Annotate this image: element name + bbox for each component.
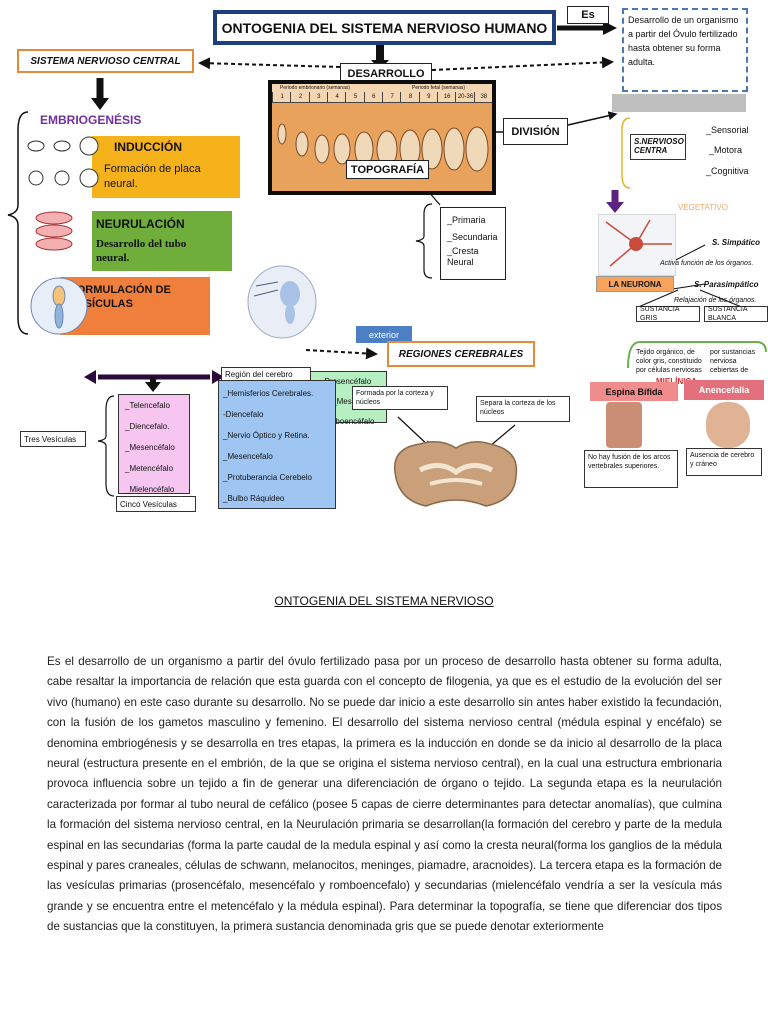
sustancia-desc: Tejido orgánico, de color gris, constitu… — [636, 349, 702, 374]
timeline-week-cell: 2 — [290, 92, 309, 102]
exterior-label: exterior — [356, 326, 412, 343]
vegetativo-label: VEGETATIVO — [678, 203, 728, 212]
espina-bifida-photo — [606, 402, 642, 448]
topografia-label: TOPOGRAFÍA — [346, 160, 429, 179]
cinco-item: _Metencéfalo — [125, 464, 174, 473]
snc-division-cognitiva: _Cognitiva — [706, 166, 749, 176]
mielinica-label: MIELÍNICA — [656, 377, 697, 386]
region-list: _Hemisferios Cerebrales. -Diencefalo _Ne… — [218, 380, 336, 509]
cinco-item: _Mielencéfalo — [125, 485, 175, 494]
timeline-week-cell: 38 — [473, 92, 492, 102]
snc-division-motora: _Motora — [709, 145, 743, 155]
snc-label: SISTEMA NERVIOSO CENTRAL — [17, 49, 194, 73]
timeline-week-cell: 1 — [272, 92, 291, 102]
brain-illustration — [393, 441, 518, 507]
snc-division-label: S.NERVIOSO CENTRA — [630, 134, 686, 160]
timeline-week-cell: 8 — [400, 92, 419, 102]
definition-box: Desarrollo de un organismo a partir del … — [622, 8, 748, 92]
cinco-item: _Telencefalo — [125, 401, 170, 410]
cinco-item: _Mesencéfalo — [125, 443, 175, 452]
timeline-caption: Periodo embrionario (semanas) — [280, 85, 351, 91]
region-item: _Mesencefalo — [223, 452, 273, 461]
tres-vesiculas-label: Tres Vesículas — [20, 431, 86, 447]
sustancia-blanca-box: SUSTANCIA BLANCA — [704, 306, 768, 322]
region-item: -Diencefalo — [223, 410, 264, 419]
cinco-item: _Diencefalo. — [125, 422, 170, 431]
embryo-icons — [277, 123, 489, 172]
topografia-item: _Primaria — [447, 215, 486, 225]
simpatico-desc: Activa función de los órganos. — [660, 260, 754, 267]
timeline-week-cell: 3 — [308, 92, 328, 102]
neurulacion-block: NEURULACIÓN Desarrollo del tubo neural. — [92, 211, 232, 271]
definition-shadow — [612, 94, 746, 112]
dashed-desarrollo-snc — [198, 57, 341, 70]
cinco-list: _Telencefalo _Diencefalo. _Mesencéfalo _… — [118, 394, 190, 494]
desarrollo-label: DESARROLLO — [340, 63, 432, 84]
separa-note: Separa la corteza de los núcleos — [476, 396, 570, 422]
timeline-week-cell: 9 — [418, 92, 438, 102]
tres-item: _Prosencéfalo — [320, 377, 372, 386]
division-label: DIVISIÓN — [503, 118, 568, 145]
induccion-title: INDUCCIÓN — [114, 140, 182, 154]
sustancia-gris-box: SUSTANCIA GRIS — [636, 306, 700, 322]
timeline-week-cell: 16 — [437, 92, 456, 102]
timeline-week-cell: 5 — [345, 92, 364, 102]
diagram-title: ONTOGENIA DEL SISTEMA NERVIOSO HUMANO — [213, 10, 556, 45]
topografia-list: _Primaria _Secundaria _Cresta Neural — [440, 207, 506, 280]
timeline-caption-2: Periodo fetal (semanas) — [412, 85, 466, 91]
document-body: Es el desarrollo de un organismo a parti… — [47, 652, 722, 938]
neurulacion-title: NEURULACIÓN — [96, 217, 185, 231]
regiones-cerebrales-label: REGIONES CEREBRALES — [387, 341, 535, 367]
parasimpatico-desc: Relajación de los órganos. — [674, 297, 757, 304]
region-item: _Nervio Óptico y Retina. — [223, 431, 310, 440]
sustancia-desc-2: por sustancias nerviosa cebiertas de — [710, 349, 756, 374]
neurulacion-text: Desarrollo del tubo neural. — [96, 238, 187, 264]
formada-note: Formada por la corteza y núcleos — [352, 386, 448, 410]
dashed-desarrollo-def — [431, 56, 614, 71]
region-item: _Protuberancia Cerebelo — [223, 473, 312, 482]
anencefalia-desc: Ausencia de cerebro y cráneo — [686, 448, 762, 476]
timeline-week-cell: 7 — [382, 92, 401, 102]
anencefalia-photo — [706, 402, 750, 448]
anencefalia-tag: Anencefalia — [684, 380, 764, 400]
tres-item: _Romboencéfalo — [314, 417, 375, 426]
espina-bifida-desc: No hay fusión de los arcos vertebrales s… — [584, 450, 678, 488]
la-neurona-label: LA NEURONA — [596, 276, 674, 292]
topografia-item: _Cresta Neural — [447, 246, 479, 267]
induccion-text: Formación de placa neural. — [104, 163, 201, 190]
region-item: _Hemisferios Cerebrales. — [223, 389, 314, 398]
snc-division-sensorial: _Sensorial — [706, 125, 749, 135]
cinco-vesiculas-label: Cinco Vesículas — [116, 496, 196, 512]
document-paragraph: Es el desarrollo de un organismo a parti… — [47, 655, 722, 934]
embryology-sketches — [27, 136, 99, 335]
neuron-illustration — [598, 214, 676, 276]
parasimpatico-label: S. Parasimpático — [694, 280, 759, 289]
region-label: Región del cerebro — [221, 367, 311, 381]
timeline-week-cell: 20-36 — [455, 92, 474, 102]
timeline-week-cell: 4 — [327, 92, 346, 102]
vesicle-illustration — [247, 265, 317, 339]
document-title: ONTOGENIA DEL SISTEMA NERVIOSO — [274, 594, 494, 608]
es-label: Es — [567, 6, 609, 24]
embriogenesis-label: EMBRIOGENÉSIS — [40, 113, 142, 127]
timeline-week-cell: 6 — [363, 92, 383, 102]
topografia-item: _Secundaria — [447, 232, 498, 242]
induccion-block: INDUCCIÓN Formación de placa neural. — [92, 136, 240, 198]
espina-bifida-tag: Espina Bífida — [590, 382, 678, 401]
region-item: _Bulbo Ráquideo — [223, 494, 285, 503]
connector-layer — [7, 21, 767, 507]
simpatico-label: S. Simpático — [712, 238, 761, 247]
